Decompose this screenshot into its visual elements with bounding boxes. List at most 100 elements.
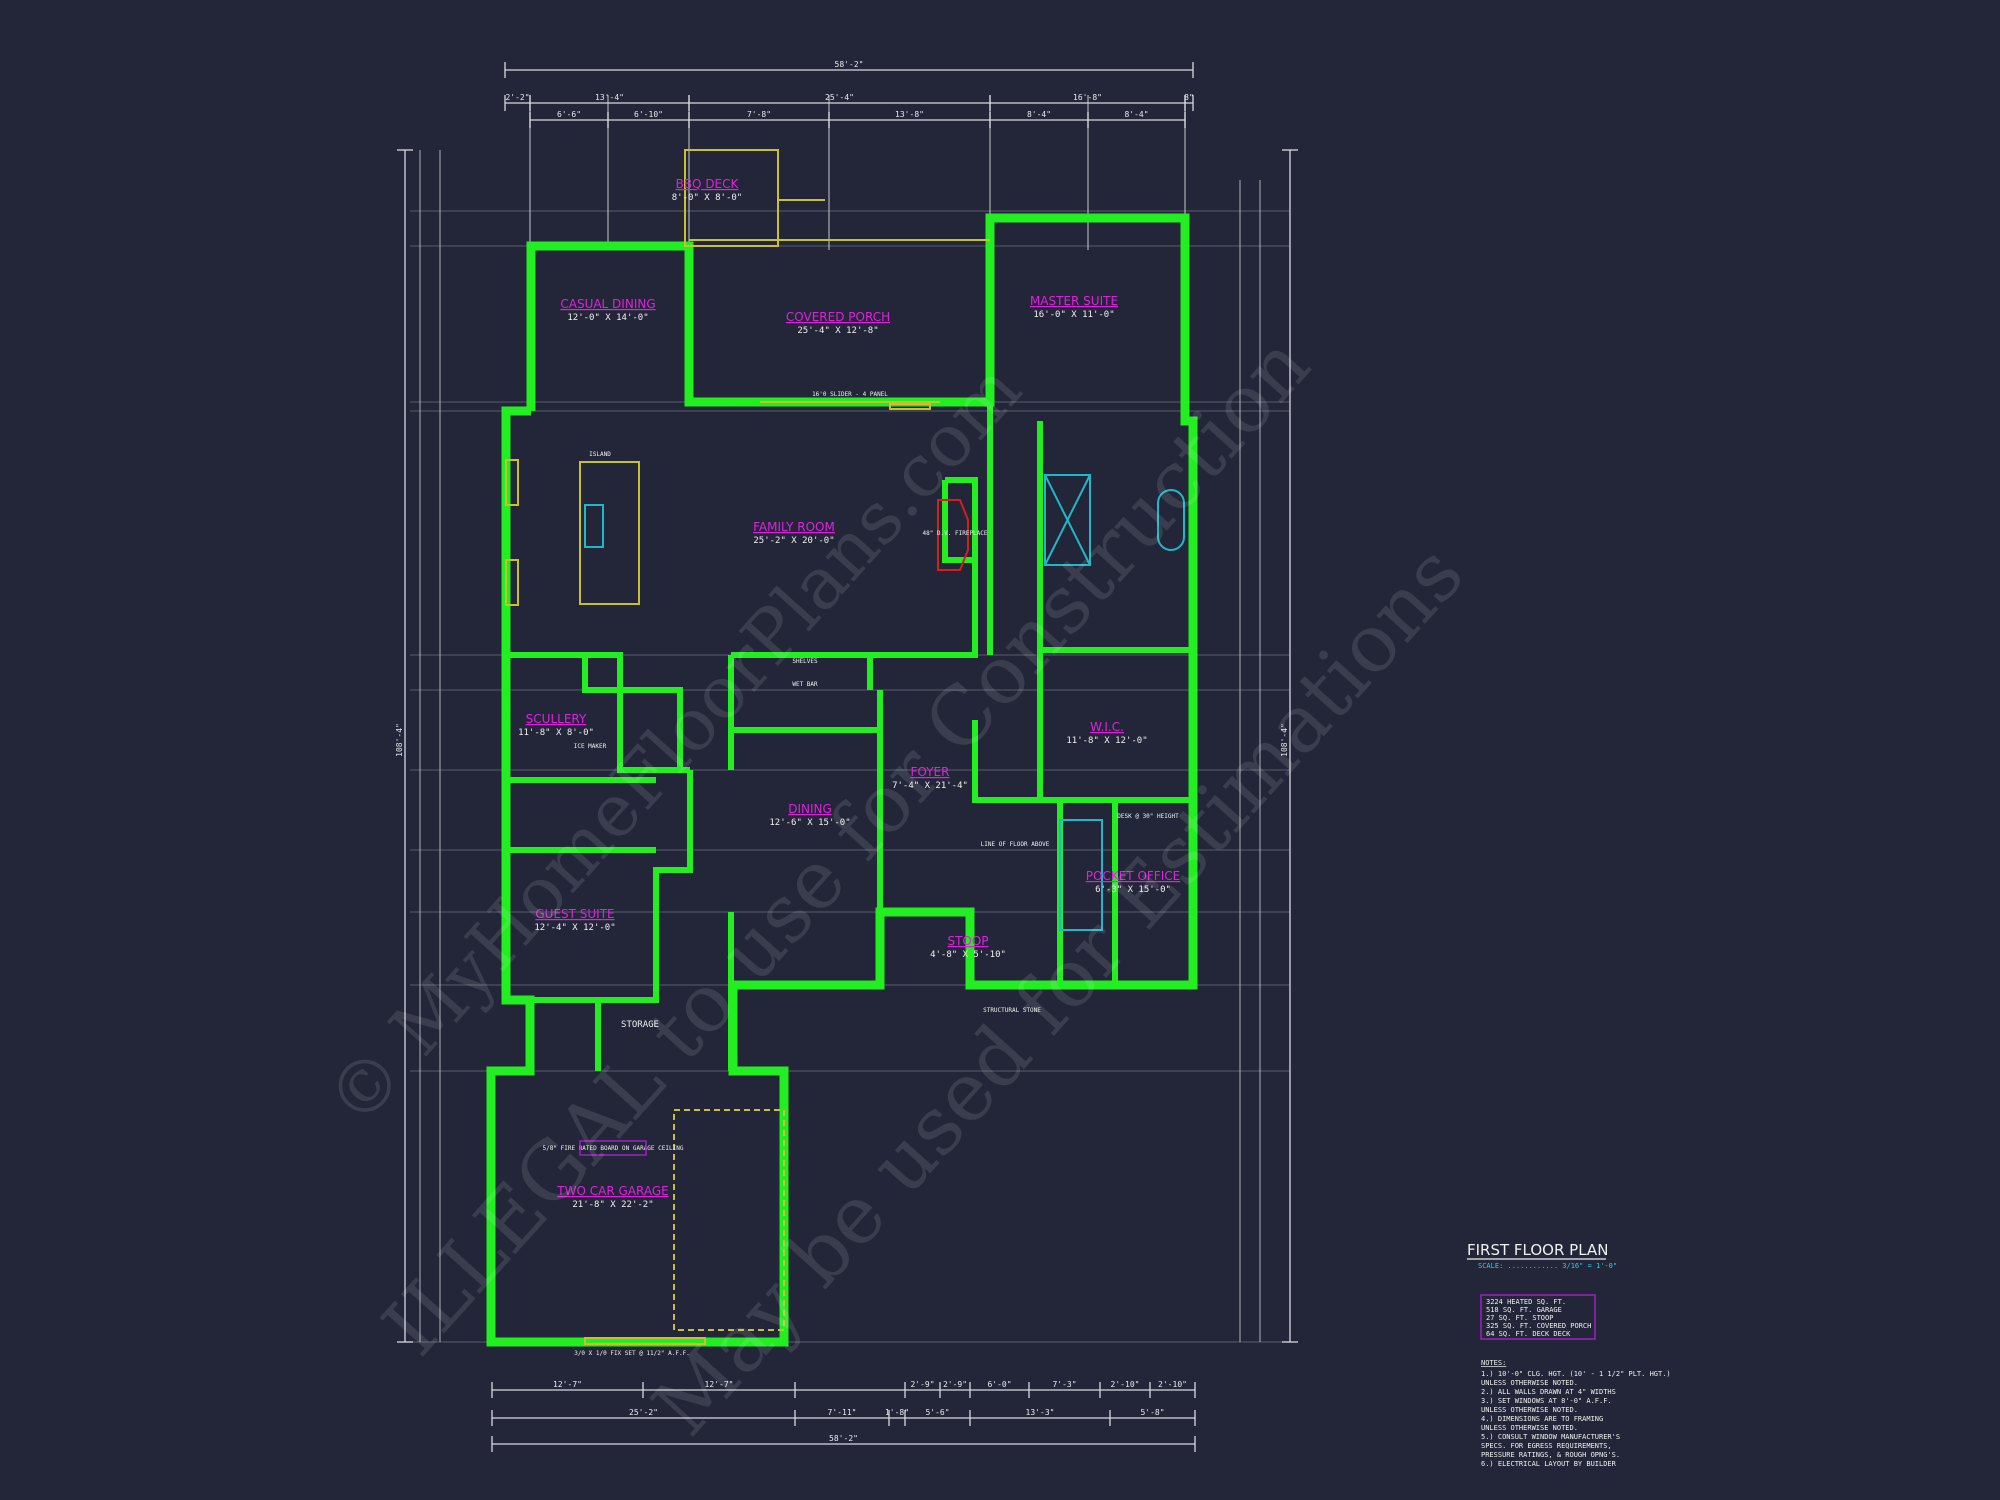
room-name: BBQ DECK (676, 177, 740, 191)
room-size: 25'-4" X 12'-8" (797, 326, 878, 336)
room-name: DINING (788, 802, 832, 816)
room-name: TWO CAR GARAGE (556, 1184, 668, 1198)
annotation-stone: STRUCTURAL STONE (983, 1007, 1041, 1014)
room-size: 21'-8" X 22'-2" (572, 1200, 653, 1210)
annotation-floor-above: LINE OF FLOOR ABOVE (981, 841, 1050, 848)
room-size: 12'-6" X 15'-0" (769, 818, 850, 828)
annotation-ice-maker: ICE MAKER (574, 743, 607, 750)
room-guest-suite: GUEST SUITE 12'-4" X 12'-0" (534, 907, 615, 933)
dimension-label: 7'-3" (1052, 1380, 1076, 1389)
fixtures (505, 149, 1185, 1345)
room-name: COVERED PORCH (786, 310, 890, 324)
note-line: PRESSURE RATINGS, & ROUGH OPNG'S. (1481, 1451, 1620, 1459)
dimension-label: 58'-2" (835, 60, 864, 69)
annotation-garage-window: 3/0 X 1/0 FIX SET @ 11/2" A.F.F. (574, 1350, 690, 1357)
annotation-wet-bar: WET BAR (792, 681, 818, 688)
dimension-label: 5'-6" (925, 1408, 949, 1417)
note-line: UNLESS OTHERWISE NOTED. (1481, 1406, 1578, 1414)
dimension-label: 2'-2" (505, 93, 529, 102)
dimension-label: 8'-4" (1124, 110, 1148, 119)
dimension-label: 8'-4" (1027, 110, 1051, 119)
area-line: 64 SQ. FT. DECK DECK (1486, 1330, 1571, 1338)
dimension-label: 25'-4" (825, 93, 854, 102)
note-line: 2.) ALL WALLS DRAWN AT 4" WIDTHS (1481, 1388, 1616, 1396)
room-size: 7'-4" X 21'-4" (892, 781, 968, 791)
dimension-label: 6'-0" (987, 1380, 1011, 1389)
room-name: SCULLERY (526, 712, 587, 726)
note-line: UNLESS OTHERWISE NOTED. (1481, 1424, 1578, 1432)
room-name: STOOP (947, 934, 988, 948)
room-dining: DINING 12'-6" X 15'-0" (769, 802, 850, 828)
notes-title: NOTES: (1481, 1359, 1506, 1367)
room-name: FAMILY ROOM (753, 520, 835, 534)
dimension-label: 58'-2" (829, 1434, 858, 1443)
annotation-shelves: SHELVES (792, 658, 818, 665)
bathtub-icon (1157, 489, 1185, 551)
room-casual-dining: CASUAL DINING 12'-0" X 14'-0" (560, 297, 655, 323)
area-line: 27 SQ. FT. STOOP (1486, 1314, 1553, 1322)
annotation-fireplace: 48" D.V. FIREPLACE (922, 530, 987, 537)
dimension-label: 12'-7" (553, 1380, 582, 1389)
room-name: POCKET OFFICE (1086, 869, 1180, 883)
note-line: UNLESS OTHERWISE NOTED. (1481, 1379, 1578, 1387)
annotation-slider: 16'0 SLIDER - 4 PANEL (812, 391, 888, 398)
note-line: 6.) ELECTRICAL LAYOUT BY BUILDER (1481, 1460, 1617, 1468)
dimension-label: 6'-6" (557, 110, 581, 119)
dimension-label: 1'-8" (885, 1408, 909, 1417)
annotations: 48" D.V. FIREPLACE 16'0 SLIDER - 4 PANEL 5… (543, 391, 1180, 1357)
dimension-label: 8" (1184, 93, 1194, 102)
room-size: 12'-0" X 14'-0" (567, 313, 648, 323)
annotation-garage-ceiling: 5/8" FIRE RATED BOARD ON GARAGE CEILING (543, 1145, 684, 1152)
room-name: MASTER SUITE (1030, 294, 1118, 308)
room-scullery: SCULLERY 11'-8" X 8'-0" (518, 712, 594, 738)
room-size: 11'-8" X 12'-0" (1066, 736, 1147, 746)
room-w-i-c: W.I.C. 11'-8" X 12'-0" (1066, 720, 1147, 746)
room-size: 4'-8" X 5'-10" (930, 950, 1006, 960)
dimension-label: 5'-8" (1140, 1408, 1164, 1417)
scale-label: SCALE: ............ 3/16" = 1'-0" (1478, 1262, 1617, 1270)
annotation-island: ISLAND (589, 451, 611, 458)
dimension-label: 2'-10" (1158, 1380, 1187, 1389)
dimension-label: 2'-10" (1111, 1380, 1140, 1389)
dimension-label: 2'-9" (910, 1380, 934, 1389)
note-line: SPECS. FOR EGRESS REQUIREMENTS, (1481, 1442, 1612, 1450)
room-family-room: FAMILY ROOM 25'-2" X 20'-0" (753, 520, 835, 546)
room-two-car-garage: TWO CAR GARAGE 21'-8" X 22'-2" (556, 1184, 668, 1210)
dimension-label: 7'-11" (828, 1408, 857, 1417)
room-name: CASUAL DINING (560, 297, 655, 311)
room-size: 16'-0" X 11'-0" (1033, 310, 1114, 320)
dimension-label: 108'-4" (395, 723, 404, 757)
annotation-desk: DESK @ 30" HEIGHT (1117, 813, 1179, 820)
note-line: 3.) SET WINDOWS AT 8'-0" A.F.F. (1481, 1397, 1612, 1405)
room-name: FOYER (911, 765, 950, 779)
room-name: W.I.C. (1090, 720, 1124, 734)
title-block: FIRST FLOOR PLAN SCALE: ............ 3/1… (1467, 1241, 1671, 1468)
area-line: 325 SQ. FT. COVERED PORCH (1486, 1322, 1591, 1330)
room-bbq-deck: BBQ DECK 8'-0" X 8'-0" (672, 177, 742, 203)
room-labels: BBQ DECK 8'-0" X 8'-0" CASUAL DINING 12'-0"… (518, 177, 1180, 1210)
dimension-label: 13'-8" (895, 110, 924, 119)
room-name: GUEST SUITE (535, 907, 614, 921)
dimension-label: 13'-4" (595, 93, 624, 102)
plan-title: FIRST FLOOR PLAN (1467, 1241, 1608, 1259)
room-size: 8'-0" X 8'-0" (672, 193, 742, 203)
note-line: 1.) 10'-0" CLG. HGT. (10' - 1 1/2" PLT. … (1481, 1370, 1671, 1378)
dimension-label: 25'-2" (629, 1408, 658, 1417)
area-line: 518 SQ. FT. GARAGE (1486, 1306, 1562, 1314)
dimension-label: 2'-9" (943, 1380, 967, 1389)
note-line: 4.) DIMENSIONS ARE TO FRAMING (1481, 1415, 1603, 1423)
room-size: 11'-8" X 8'-0" (518, 728, 594, 738)
room-master-suite: MASTER SUITE 16'-0" X 11'-0" (1030, 294, 1118, 320)
room-size: 12'-4" X 12'-0" (534, 923, 615, 933)
dimension-label: 12'-7" (705, 1380, 734, 1389)
room-size: 25'-2" X 20'-0" (753, 536, 834, 546)
note-line: 5.) CONSULT WINDOW MANUFACTURER'S (1481, 1433, 1620, 1441)
dimension-label: 7'-8" (747, 110, 771, 119)
area-summary-box (1480, 1294, 1596, 1340)
room-covered-porch: COVERED PORCH 25'-4" X 12'-8" (786, 310, 890, 336)
area-line: 3224 HEATED SQ. FT. (1486, 1298, 1566, 1306)
dimension-lines: 58'-2"2'-2"13'-4"25'-4"16'-8"8"6'-6"6'-1… (395, 60, 1298, 1452)
dimension-label: 108'-4" (1280, 723, 1289, 757)
